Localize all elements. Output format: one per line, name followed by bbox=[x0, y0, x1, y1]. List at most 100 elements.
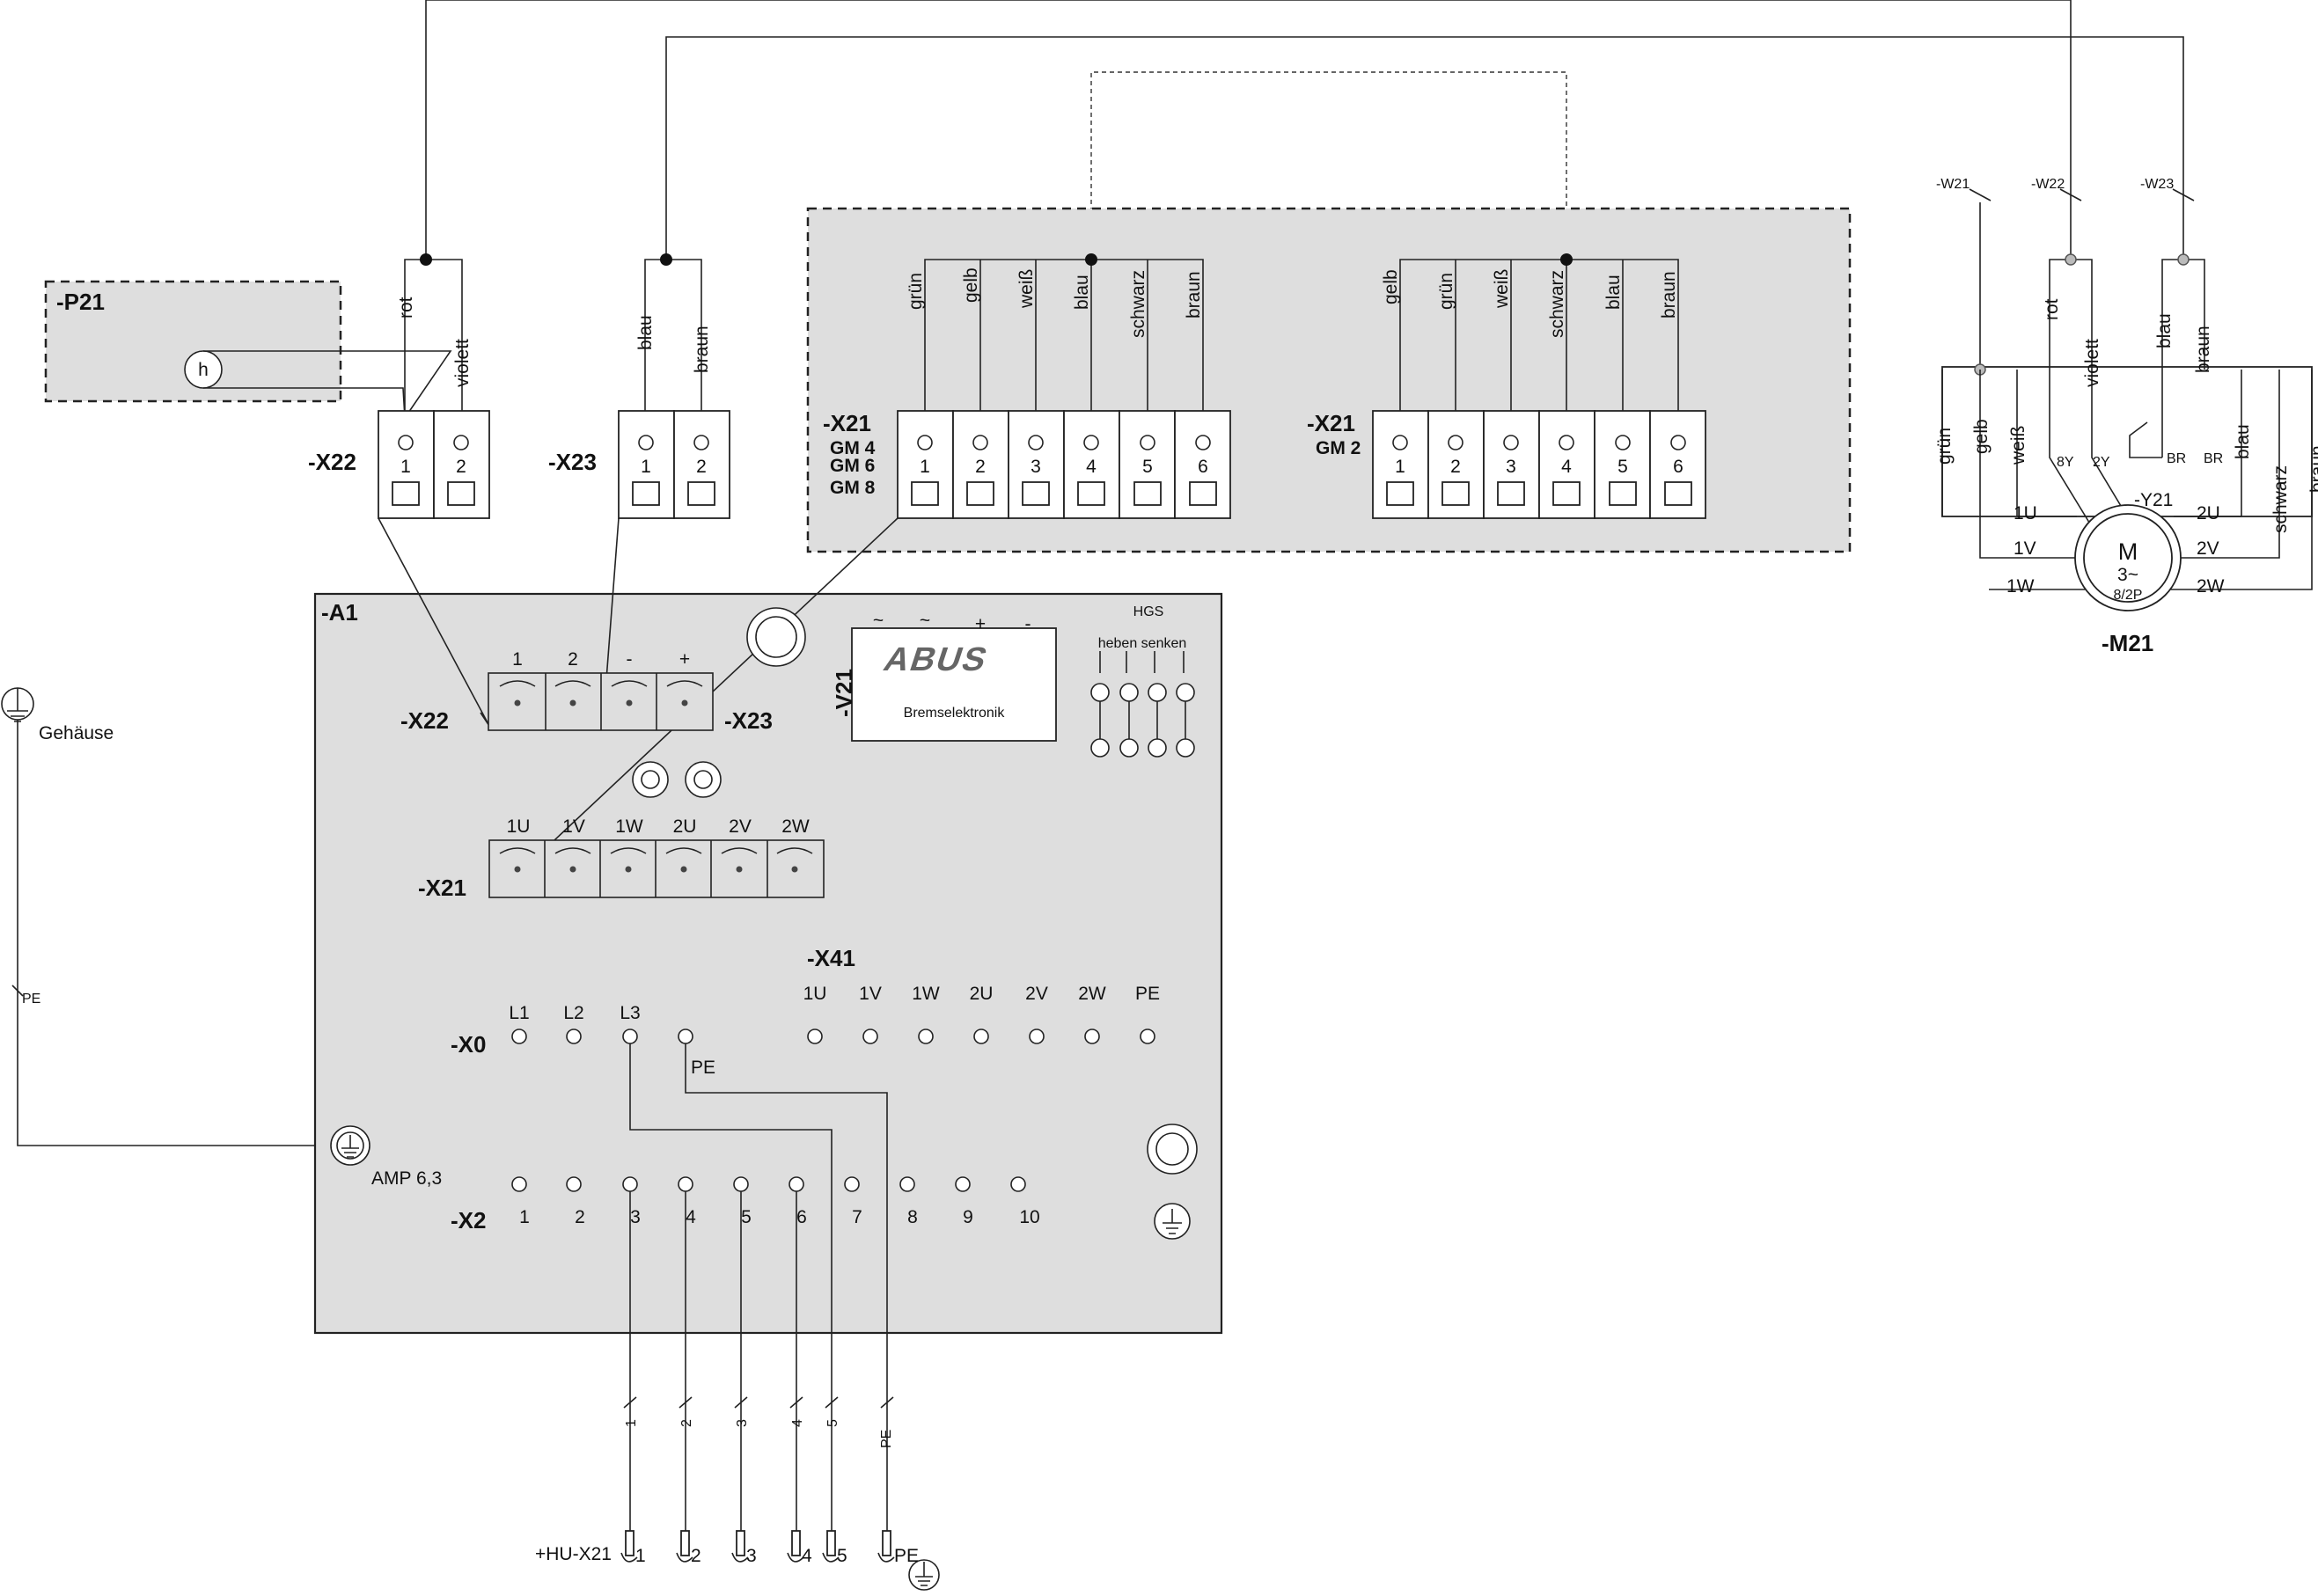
x0-tag: -X0 bbox=[451, 1031, 486, 1058]
m21-term-1w: 1W bbox=[2006, 576, 2035, 597]
x21a-pin-4: 4 bbox=[1086, 457, 1097, 477]
x22-top-terminal bbox=[378, 253, 490, 519]
housing-ground bbox=[1, 687, 334, 1146]
a1-tag: -A1 bbox=[321, 599, 358, 626]
x21b-wire-6: braun bbox=[1659, 271, 1679, 318]
x2-pin-9: 9 bbox=[963, 1207, 973, 1227]
m21-motor-poles: 8/2P bbox=[2114, 588, 2143, 603]
x41-tag: -X41 bbox=[807, 945, 855, 971]
a1-x22-pin-2: 2 bbox=[568, 649, 578, 670]
x21b-tag: -X21 bbox=[1307, 410, 1355, 436]
m21-motor-phase: 3~ bbox=[2117, 565, 2138, 585]
a1-x23-pin-minus: - bbox=[627, 649, 633, 670]
x21a-variant-gm6: GM 6 bbox=[830, 456, 875, 476]
x41-pin-pe: PE bbox=[1135, 984, 1160, 1004]
hu-wire-2: 2 bbox=[679, 1419, 694, 1427]
x21a-wire-5: schwarz bbox=[1128, 270, 1148, 338]
top-wiring bbox=[425, 0, 2195, 370]
hu-term-5: 5 bbox=[837, 1546, 847, 1566]
a1-board bbox=[313, 517, 1223, 1531]
m21-top-wire-braun: braun bbox=[2193, 326, 2213, 373]
x21b-pin-6: 6 bbox=[1673, 457, 1683, 477]
x21a-pin-1: 1 bbox=[920, 457, 930, 477]
a1-x21-tag: -X21 bbox=[418, 875, 466, 901]
x21b-pin-1: 1 bbox=[1395, 457, 1405, 477]
x41-pin-2v: 2V bbox=[1025, 984, 1048, 1004]
x22-pin-2: 2 bbox=[456, 457, 466, 477]
hu-tag: +HU-X21 bbox=[535, 1544, 612, 1564]
hu-term-2: 2 bbox=[691, 1546, 701, 1566]
x21b-variant-gm2: GM 2 bbox=[1316, 438, 1361, 458]
m21-top-wire-rot: rot bbox=[2042, 298, 2062, 320]
x21-panel bbox=[806, 207, 1852, 553]
a1-x21-pin-1v: 1V bbox=[562, 816, 585, 837]
x21b-wire-3: weiß bbox=[1492, 269, 1512, 309]
m21-term-2w: 2W bbox=[2197, 576, 2225, 597]
x21b-wire-5: blau bbox=[1603, 275, 1624, 310]
m21-right-wire-1: blau bbox=[2233, 424, 2253, 459]
x21a-variant-gm8: GM 8 bbox=[830, 478, 876, 498]
m21-top-wire-blau: blau bbox=[2154, 313, 2175, 348]
x21b-pin-3: 3 bbox=[1506, 457, 1516, 477]
x21a-pin-6: 6 bbox=[1198, 457, 1208, 477]
v21-pin-3: + bbox=[975, 614, 986, 634]
x21a-wire-4: blau bbox=[1072, 275, 1092, 310]
amp-label: AMP 6,3 bbox=[371, 1168, 442, 1189]
hu-term-1: 1 bbox=[635, 1546, 646, 1566]
hu-wire-3: 3 bbox=[735, 1419, 750, 1427]
v21-pin-2: ~ bbox=[920, 611, 930, 631]
x41-pin-1v: 1V bbox=[859, 984, 882, 1004]
m21-brake-tag: -Y21 bbox=[2134, 490, 2173, 510]
a1-x21-pin-1w: 1W bbox=[615, 816, 643, 837]
m21-left-wire-2: gelb bbox=[1971, 419, 1992, 454]
housing-label: Gehäuse bbox=[39, 723, 114, 743]
a1-x22-pin-1: 1 bbox=[512, 649, 523, 670]
housing-wire-pe: PE bbox=[22, 992, 40, 1007]
x41-pin-1u: 1U bbox=[803, 984, 827, 1004]
hgs-labels: heben senken bbox=[1098, 636, 1187, 651]
m21-top-wire-violett: violett bbox=[2082, 339, 2102, 387]
hu-wire-5: 5 bbox=[825, 1419, 840, 1427]
m21-left-wire-3: weiß bbox=[2008, 426, 2028, 465]
x21b-pin-2: 2 bbox=[1450, 457, 1461, 477]
v21-label: Bremselektronik bbox=[904, 706, 1006, 721]
x2-pin-6: 6 bbox=[796, 1207, 807, 1227]
x22-top-tag: -X22 bbox=[308, 449, 356, 475]
x2-pin-3: 3 bbox=[630, 1207, 641, 1227]
motor-m21 bbox=[1941, 253, 2313, 611]
x41-pin-2w: 2W bbox=[1078, 984, 1106, 1004]
m21-term-2u: 2U bbox=[2197, 503, 2220, 523]
hu-x21-terminals bbox=[620, 1396, 940, 1591]
x41-pin-1w: 1W bbox=[912, 984, 940, 1004]
m21-brake-br2: BR bbox=[2204, 451, 2223, 466]
x2-pin-1: 1 bbox=[519, 1207, 530, 1227]
a1-x22-tag: -X22 bbox=[400, 707, 449, 734]
hu-term-3: 3 bbox=[746, 1546, 757, 1566]
m21-right-wire-2: schwarz bbox=[2270, 465, 2291, 533]
x21a-pin-2: 2 bbox=[975, 457, 986, 477]
m21-term-1u: 1U bbox=[2014, 503, 2037, 523]
x22-wire-violett: violett bbox=[452, 339, 473, 387]
m21-term-1v: 1V bbox=[2014, 538, 2036, 559]
x21a-pin-3: 3 bbox=[1031, 457, 1041, 477]
p21-sensor bbox=[44, 280, 452, 419]
m21-brake-br1: BR bbox=[2167, 451, 2186, 466]
a1-x21-pin-2u: 2U bbox=[673, 816, 697, 837]
x21b-pin-4: 4 bbox=[1561, 457, 1572, 477]
x21b-pin-5: 5 bbox=[1617, 457, 1628, 477]
x2-pin-2: 2 bbox=[575, 1207, 585, 1227]
x21b-wire-1: gelb bbox=[1381, 269, 1401, 304]
x21a-variant-gm4: GM 4 bbox=[830, 438, 876, 458]
x23-pin-2: 2 bbox=[696, 457, 707, 477]
m21-term-2v: 2V bbox=[2197, 538, 2219, 559]
m21-brake-8y: 8Y bbox=[2057, 455, 2074, 470]
p21-tag: -P21 bbox=[56, 289, 105, 315]
x21b-wire-2: grün bbox=[1436, 273, 1456, 310]
x2-pin-7: 7 bbox=[852, 1207, 862, 1227]
hgs-title: HGS bbox=[1133, 604, 1164, 619]
x21a-wire-2: gelb bbox=[961, 267, 981, 303]
v21-tag: -V21 bbox=[831, 669, 857, 717]
x0-pin-l1: L1 bbox=[509, 1003, 529, 1023]
v21-abus-logo: ABUS bbox=[879, 641, 993, 678]
